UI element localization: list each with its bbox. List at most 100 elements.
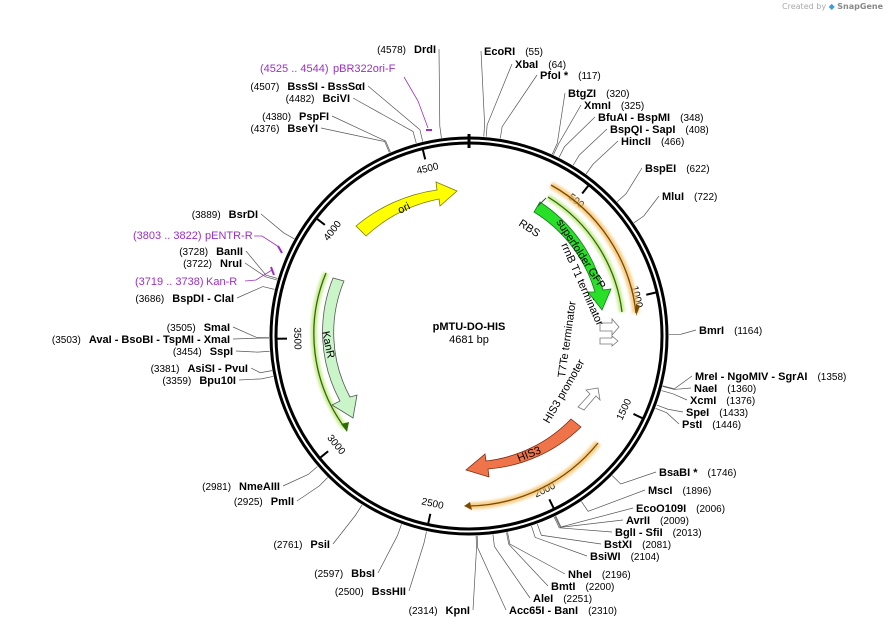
- cut-site-position: (2104): [631, 552, 660, 563]
- cut-site-leader: [611, 471, 657, 485]
- cut-site-name: PspFI: [299, 111, 329, 123]
- cut-site-position: (4376): [251, 124, 280, 135]
- cut-site-leader: [332, 504, 363, 545]
- primer-label-kan-r: Kan-R: [206, 276, 237, 288]
- plasmid-length: 4681 bp: [449, 334, 489, 346]
- cut-site[interactable]: PstI (1446): [655, 408, 741, 431]
- cut-site-name: AleI: [533, 593, 553, 605]
- cut-site[interactable]: (2761)PsiI: [274, 504, 363, 551]
- cut-site-name: MreI - NgoMIV - SgrAI: [695, 371, 807, 383]
- cut-site-position: (1358): [817, 372, 846, 383]
- cut-site[interactable]: (2981)NmeAIII: [202, 466, 318, 493]
- cut-site-label: BsaBI *(1746): [659, 467, 736, 479]
- cut-site-leader: [377, 524, 402, 574]
- cut-site-label: (4578)DrdI: [377, 44, 436, 56]
- cut-site-position: (3505): [167, 323, 196, 334]
- cut-site[interactable]: SpeI(1433): [656, 404, 748, 419]
- feature-his3[interactable]: HIS3: [465, 418, 582, 478]
- cut-site-position: (1896): [682, 486, 711, 497]
- cut-site[interactable]: BspEI(622): [617, 163, 710, 203]
- cut-site-name: AsiSI - PvuI: [187, 363, 248, 375]
- cut-site[interactable]: BstXI(2081): [536, 523, 671, 551]
- cut-site-label: BsiWI(2104): [590, 551, 659, 563]
- cut-site[interactable]: HincII(466): [585, 136, 684, 175]
- cut-site[interactable]: (4578)DrdI: [377, 44, 442, 138]
- tick-label: 4000: [322, 219, 345, 244]
- cut-site-leader: [438, 48, 442, 138]
- cut-site[interactable]: (4376)BseYI: [251, 123, 390, 153]
- cut-site[interactable]: (3454)SspI: [173, 346, 270, 358]
- cut-site[interactable]: (2925)PmlI: [234, 477, 328, 508]
- cut-site-leader: [655, 408, 680, 425]
- cut-site[interactable]: MluI(722): [633, 191, 717, 224]
- cut-site-label: AleI(2251): [533, 593, 592, 605]
- cut-site-name: BspEI: [645, 163, 676, 175]
- cut-site-position: (3454): [173, 347, 202, 358]
- cut-site[interactable]: BglI - SfiI(2013): [553, 516, 702, 539]
- cut-site[interactable]: (3503)AvaI - BsoBI - TspMI - XmaI: [52, 334, 270, 346]
- cut-site-name: XbaI: [515, 59, 538, 71]
- cut-site-name: AvaI - BsoBI - TspMI - XmaI: [89, 334, 230, 346]
- cut-site[interactable]: (3359)Bpu10I: [162, 375, 274, 387]
- cut-site[interactable]: MreI - NgoMIV - SgrAI (1358): [662, 371, 847, 390]
- tick-mark: [315, 217, 326, 226]
- cut-site-position: (2981): [202, 482, 231, 493]
- feature-kanr[interactable]: KanR: [319, 277, 358, 419]
- cut-site[interactable]: (3686)BspDI - ClaI: [135, 286, 275, 305]
- cut-site[interactable]: EcoRI(55): [480, 46, 543, 137]
- orf-arcs: [464, 181, 640, 510]
- cut-site[interactable]: BmtI(2200): [506, 532, 614, 593]
- tick-label: 2500: [420, 496, 445, 512]
- tick-mark: [427, 513, 432, 525]
- cut-site[interactable]: BtgZI(320): [551, 88, 629, 155]
- cut-site-label: (3889)BsrDI: [192, 209, 258, 221]
- cut-site-label: EcoO109I(2006): [636, 503, 725, 515]
- cut-site-position: (2314): [409, 606, 438, 617]
- cut-site[interactable]: BsaBI *(1746): [611, 467, 736, 485]
- cut-site[interactable]: XcmI(1376): [661, 390, 755, 407]
- cut-site[interactable]: (4507)BssSI - BssSαI: [250, 81, 424, 142]
- tick-mark: [548, 498, 556, 510]
- cut-site[interactable]: AvrII(2009): [554, 515, 689, 528]
- cut-site[interactable]: (2597)BbsI: [314, 524, 402, 580]
- cut-site[interactable]: PfoI *(117): [499, 70, 601, 139]
- cut-site-leader: [331, 115, 391, 153]
- cut-site[interactable]: BmrI(1164): [668, 325, 762, 337]
- cut-site-position: (1360): [727, 384, 756, 395]
- cut-site[interactable]: BfuAI - BspMI(348): [558, 112, 703, 158]
- cut-site-leader: [232, 326, 270, 338]
- cut-site[interactable]: BsiWI(2104): [531, 525, 659, 563]
- cut-site[interactable]: (3505)SmaI: [167, 322, 270, 338]
- cut-site[interactable]: (3722)NruI: [183, 258, 278, 281]
- cut-site[interactable]: NheI(2196): [507, 532, 631, 581]
- cut-site-position: (3722): [183, 259, 212, 270]
- cut-site-leader: [553, 104, 582, 155]
- cut-site[interactable]: (2314) KpnI: [409, 535, 477, 617]
- cut-site[interactable]: (3381)AsiSI - PvuI: [151, 363, 273, 375]
- cut-site-name: BmrI: [699, 325, 724, 337]
- cut-site-position: (1446): [712, 420, 741, 431]
- cut-site-label: BmrI(1164): [699, 325, 762, 337]
- cut-site-position: (2006): [696, 504, 725, 515]
- plasmid-name: pMTU-DO-HIS: [433, 321, 506, 333]
- cut-site[interactable]: MscI(1896): [581, 485, 711, 512]
- cut-site[interactable]: XbaI(64): [485, 59, 566, 137]
- cut-site[interactable]: AleI(2251): [492, 534, 592, 605]
- cut-site[interactable]: Acc65I - BanI(2310): [476, 535, 617, 617]
- cut-site[interactable]: NaeI(1360): [662, 383, 757, 395]
- cut-site-leader: [531, 525, 588, 557]
- cut-site[interactable]: (4380)PspFI: [262, 111, 391, 153]
- cut-site[interactable]: (3889)BsrDI: [192, 209, 295, 240]
- cut-site-leader: [352, 97, 417, 144]
- tick-label: 1500: [615, 397, 635, 422]
- cut-site[interactable]: (2500)BssHII: [335, 531, 427, 598]
- cut-site[interactable]: (4482)BciVI: [286, 93, 417, 144]
- cut-site-name: PstI: [682, 419, 702, 431]
- feature-ori[interactable]: ori: [355, 181, 458, 237]
- cut-site-name: BciVI: [322, 93, 350, 105]
- cut-site-name: KpnI: [446, 605, 470, 617]
- cut-site[interactable]: (3728)BanII: [179, 246, 278, 279]
- cut-site-label: (4507)BssSI - BssSαI: [250, 81, 365, 93]
- cut-site[interactable]: BspQI - SapI(408): [572, 124, 709, 166]
- cut-site[interactable]: XmnI(325): [553, 100, 645, 155]
